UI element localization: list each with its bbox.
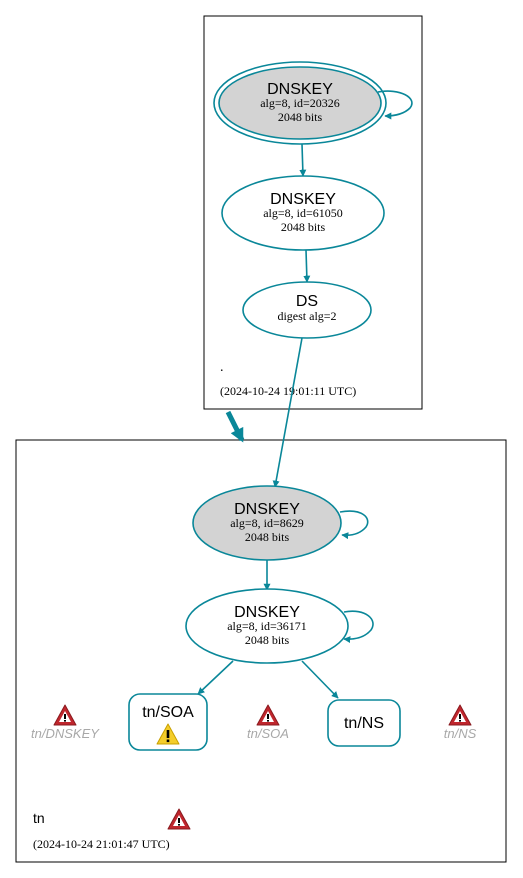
tn-ksk-size: 2048 bits: [245, 530, 290, 544]
edges: [197, 90, 413, 699]
zone-root-border: [203, 15, 423, 410]
zone-tn-name: tn: [33, 810, 45, 826]
edge-ds-to-tn-ksk: [272, 337, 303, 488]
edge-root-ksk-self: [377, 90, 413, 120]
tn-zsk-type: DNSKEY: [234, 604, 300, 621]
error-triangle-icon[interactable]: [167, 808, 191, 830]
ghost-tn-ns-label: tn/NS: [444, 726, 477, 741]
edge-root-ksk-to-zsk: [299, 143, 307, 177]
root-ksk-detail: alg=8, id=20326: [260, 96, 340, 110]
tn-zsk-detail: alg=8, id=36171: [227, 619, 307, 633]
edge-tn-zsk-self: [343, 610, 374, 644]
tn-ns-label: tn/NS: [344, 715, 384, 732]
tn-ksk-type: DNSKEY: [234, 501, 300, 518]
tn-soa-label: tn/SOA: [142, 704, 194, 721]
tn-dnskey-ksk-node[interactable]: DNSKEY alg=8, id=8629 2048 bits: [192, 485, 342, 561]
zone-tn-border: [15, 439, 507, 863]
zone-tn-timestamp: (2024-10-24 21:01:47 UTC): [33, 837, 170, 851]
ghost-tn-dnskey-label: tn/DNSKEY: [31, 726, 100, 741]
tn-dnskey-zsk-node[interactable]: DNSKEY alg=8, id=36171 2048 bits: [185, 588, 349, 664]
edge-tn-zsk-to-soa: [197, 660, 234, 695]
error-triangle-icon: [256, 704, 280, 726]
warning-triangle-icon: [156, 723, 180, 745]
ds-type: DS: [296, 293, 318, 310]
edge-tn-ksk-self: [339, 510, 369, 540]
edge-root-zsk-to-ds: [303, 249, 311, 283]
zone-root-cluster: . (2024-10-24 19:01:11 UTC): [203, 15, 423, 410]
root-ksk-type: DNSKEY: [267, 81, 333, 98]
root-zsk-type: DNSKEY: [270, 191, 336, 208]
error-triangle-icon: [53, 704, 77, 726]
tn-zsk-size: 2048 bits: [245, 633, 290, 647]
ds-detail: digest alg=2: [277, 309, 336, 323]
root-zsk-size: 2048 bits: [281, 220, 326, 234]
root-dnskey-zsk-node[interactable]: DNSKEY alg=8, id=61050 2048 bits: [221, 175, 385, 251]
tn-ksk-detail: alg=8, id=8629: [230, 516, 304, 530]
edge-delegation: [225, 410, 245, 443]
zone-root-name: .: [220, 360, 224, 375]
edge-tn-zsk-to-ns: [301, 660, 339, 699]
zone-tn-cluster: tn (2024-10-24 21:01:47 UTC): [15, 439, 507, 863]
root-dnskey-ksk-node[interactable]: DNSKEY alg=8, id=20326 2048 bits: [213, 61, 387, 145]
tn-soa-node[interactable]: tn/SOA: [128, 693, 208, 751]
root-ksk-size: 2048 bits: [278, 110, 323, 124]
error-triangle-icon: [448, 704, 472, 726]
ghost-tn-dnskey[interactable]: tn/DNSKEY: [31, 704, 100, 741]
tn-ns-node[interactable]: tn/NS: [327, 699, 401, 747]
ghost-tn-soa-label: tn/SOA: [247, 726, 289, 741]
ghost-tn-soa[interactable]: tn/SOA: [247, 704, 289, 741]
ghost-tn-ns[interactable]: tn/NS: [444, 704, 477, 741]
root-zsk-detail: alg=8, id=61050: [263, 206, 343, 220]
root-ds-node[interactable]: DS digest alg=2: [242, 281, 372, 339]
zone-root-timestamp: (2024-10-24 19:01:11 UTC): [220, 384, 356, 398]
